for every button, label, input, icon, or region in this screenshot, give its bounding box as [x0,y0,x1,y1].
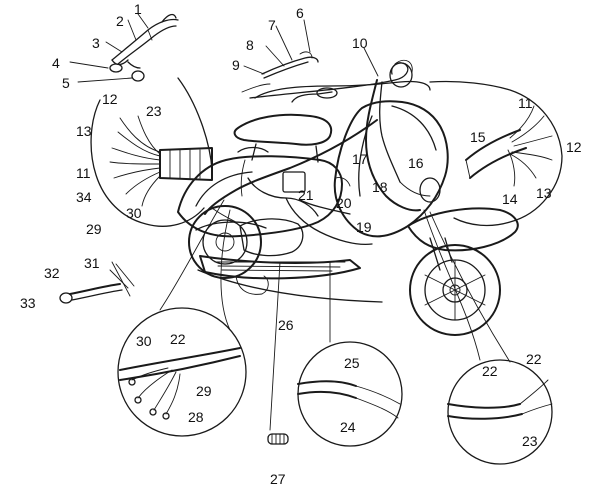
callout-19: 19 [356,219,372,235]
callout-10: 10 [352,35,368,51]
rear-wheel [188,205,262,279]
callout-27: 27 [270,471,286,487]
terminal-5 [131,70,145,82]
callout-23-right: 23 [522,433,538,449]
callout-29-bottom: 29 [196,383,212,399]
callout-17: 17 [352,151,368,167]
callout-30-left: 30 [126,205,142,221]
callout-3: 3 [92,35,100,51]
callout-24: 24 [340,419,356,435]
scooter-illustration [177,59,519,336]
engine [239,218,304,257]
callout-22-bottom: 22 [170,331,186,347]
ring-terminal-33 [59,292,73,304]
detail-circle-bottom-left [117,307,247,437]
callout-11-left: 11 [76,165,91,181]
callout-30-bottom: 30 [136,333,152,349]
terminal-4 [109,63,123,73]
callout-21: 21 [298,187,314,203]
callout-14: 14 [502,191,518,207]
floorboard [199,255,361,280]
callout-16: 16 [408,155,424,171]
callout-2: 2 [116,13,124,29]
callout-23-left: 23 [146,103,162,119]
callout-12-right: 12 [566,139,582,155]
callout-12-left: 12 [102,91,118,107]
wiring-harness [204,79,441,246]
detail-circle-bottom-right [447,359,553,465]
callout-1: 1 [134,1,142,17]
callout-13-right: 13 [536,185,552,201]
detail-circle-right [429,80,563,227]
callout-22-right-a: 22 [482,363,498,379]
callout-26: 26 [278,317,294,333]
detail-cable-6-9 [241,51,319,93]
leader-lines [111,199,511,431]
callout-31: 31 [84,255,100,271]
callout-25: 25 [344,355,360,371]
callout-32: 32 [44,265,60,281]
callout-22-right-b: 22 [526,351,542,367]
detail-cable-31-33 [59,263,135,304]
callout-6: 6 [296,5,304,21]
callout-34: 34 [76,189,92,205]
part-27 [267,433,289,445]
rear-body [177,155,343,238]
callout-9: 9 [232,57,240,73]
callout-33: 33 [20,295,36,311]
callout-leaders [69,13,379,83]
callout-labels: 1 2 3 4 5 6 7 8 9 10 12 23 13 11 34 30 2… [20,1,582,487]
callout-4: 4 [52,55,60,71]
front-wheel [409,244,501,336]
callout-18: 18 [372,179,388,195]
callout-13-left: 13 [76,123,92,139]
front-fender [407,207,519,252]
detail-circle-bottom-mid [297,341,403,447]
callout-20: 20 [336,195,352,211]
battery [282,171,306,193]
detail-circle-left [90,77,213,227]
callout-28: 28 [188,409,204,425]
headset-cover [254,80,431,99]
callout-15: 15 [470,129,486,145]
callout-11-right: 11 [518,95,533,111]
seat [233,113,333,146]
leg-shield [333,100,449,238]
callout-29-left: 29 [86,221,102,237]
callout-8: 8 [246,37,254,53]
callout-7: 7 [268,17,276,33]
connector-16 [419,177,441,203]
callout-5: 5 [62,75,70,91]
